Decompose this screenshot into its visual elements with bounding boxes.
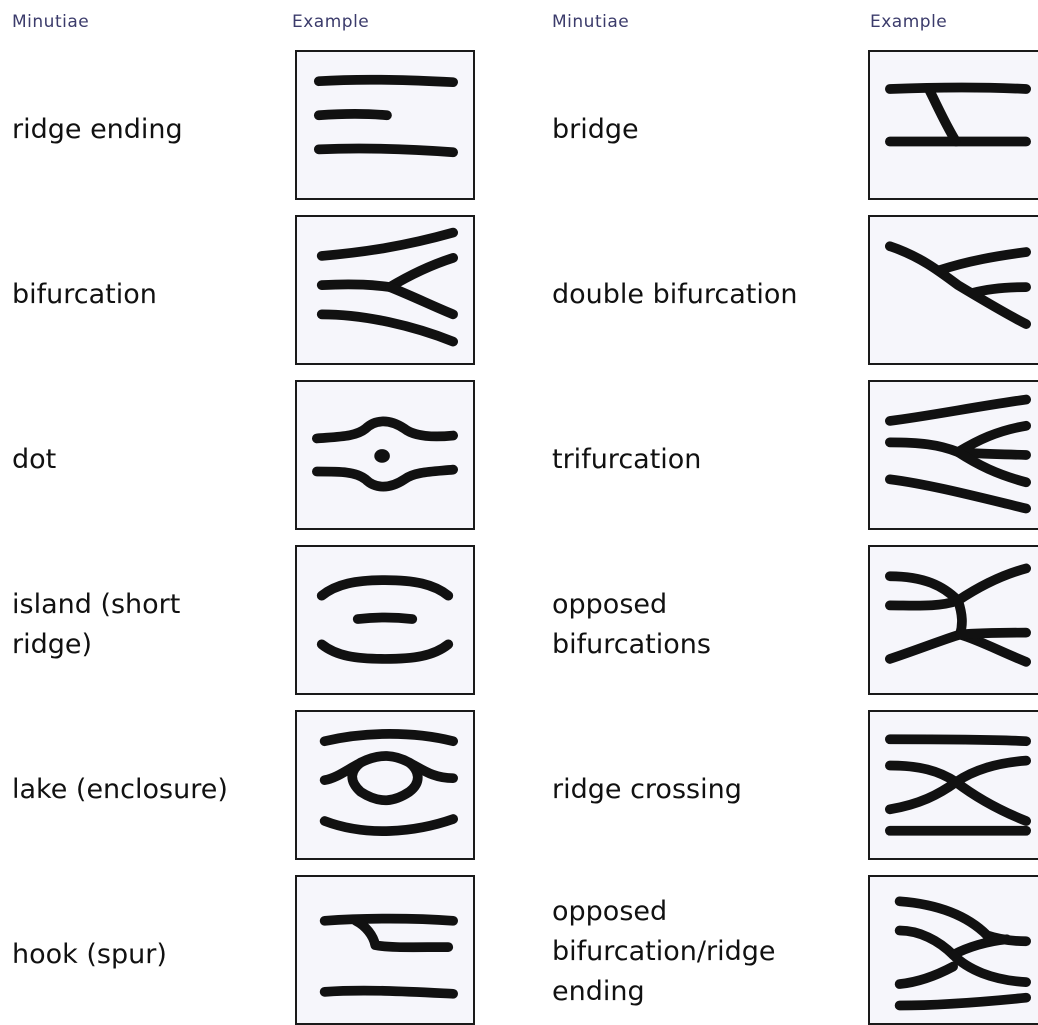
lake-icon: [297, 712, 473, 858]
term-dot: dot: [12, 440, 56, 480]
example-header-left: Example: [292, 12, 369, 32]
example-opposed-bifurcations: [868, 545, 1038, 695]
example-double-bifurcation: [868, 215, 1038, 365]
example-lake: [295, 710, 475, 860]
example-dot: [295, 380, 475, 530]
example-header-right: Example: [870, 12, 947, 32]
term-opposed-bifurcations: opposed bifurcations: [552, 585, 711, 665]
bifurcation-icon: [297, 217, 473, 363]
term-opposed-bifurcation-ridge-ending: opposed bifurcation/ridge ending: [552, 892, 775, 1012]
term-bridge: bridge: [552, 110, 639, 150]
term-island: island (short ridge): [12, 585, 180, 665]
ridge-ending-icon: [297, 52, 473, 198]
term-ridge-crossing: ridge crossing: [552, 770, 742, 810]
example-ridge-ending: [295, 50, 475, 200]
opposed-bifurcations-icon: [870, 547, 1038, 693]
term-hook: hook (spur): [12, 935, 167, 975]
example-island: [295, 545, 475, 695]
example-bifurcation: [295, 215, 475, 365]
example-opposed-bifurcation-ridge-ending: [868, 875, 1038, 1025]
term-trifurcation: trifurcation: [552, 440, 701, 480]
term-double-bifurcation: double bifurcation: [552, 275, 797, 315]
example-trifurcation: [868, 380, 1038, 530]
island-icon: [297, 547, 473, 693]
term-ridge-ending: ridge ending: [12, 110, 183, 150]
term-bifurcation: bifurcation: [12, 275, 157, 315]
example-ridge-crossing: [868, 710, 1038, 860]
trifurcation-icon: [870, 382, 1038, 528]
term-lake: lake (enclosure): [12, 770, 228, 810]
minutiae-header-right: Minutiae: [552, 12, 629, 32]
hook-icon: [297, 877, 473, 1023]
ridge-crossing-icon: [870, 712, 1038, 858]
double-bifurcation-icon: [870, 217, 1038, 363]
minutiae-header-left: Minutiae: [12, 12, 89, 32]
dot-icon: [297, 382, 473, 528]
bridge-icon: [870, 52, 1038, 198]
example-hook: [295, 875, 475, 1025]
opposed-bifurcation-ridge-ending-icon: [870, 877, 1038, 1023]
example-bridge: [868, 50, 1038, 200]
